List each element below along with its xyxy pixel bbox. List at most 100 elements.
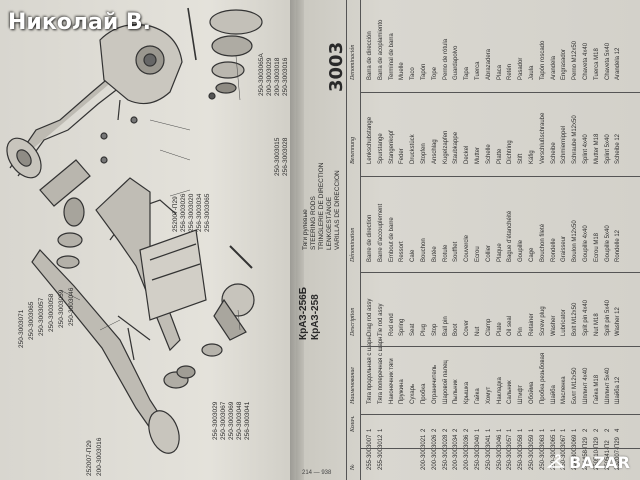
part-name-fr: Boulon M12x50 bbox=[572, 220, 579, 262]
book-gutter bbox=[290, 0, 304, 480]
part-name-es: Muelle bbox=[399, 62, 406, 80]
part-qty: 1 bbox=[561, 428, 568, 432]
part-name-es: Barra de dirección bbox=[367, 31, 373, 80]
part-number: 255-3003012 bbox=[377, 434, 384, 470]
caption-line-de: LENKGESTÄNGE bbox=[326, 196, 333, 250]
part-name-de: Schelle bbox=[485, 144, 492, 164]
part-name-ru: Шайба bbox=[550, 385, 557, 404]
part-name-en: Nut M18 bbox=[593, 313, 600, 336]
part-name-es: Tapón roscado bbox=[539, 40, 546, 80]
part-name-en: Bolt M12x50 bbox=[572, 302, 579, 336]
part-name-de: Schraube M12x50 bbox=[572, 115, 579, 164]
part-qty: 1 bbox=[550, 428, 557, 432]
part-name-es: Perno M12x50 bbox=[572, 40, 579, 80]
part-name-en: Lubricator bbox=[561, 309, 568, 336]
diagram-label: 250-3003057 bbox=[38, 297, 45, 336]
part-number: 250-3003041 bbox=[485, 434, 492, 470]
part-name-fr: Rotule bbox=[442, 244, 449, 262]
upper-rod-assembly bbox=[6, 24, 183, 269]
part-name-ru: Пружина bbox=[399, 379, 406, 404]
diagram-label: 250-3003065 bbox=[28, 301, 35, 340]
part-qty: 1 bbox=[529, 428, 535, 432]
diagram-label: 250-3003046 bbox=[68, 287, 75, 326]
seller-watermark: Николай В. bbox=[8, 10, 152, 35]
part-name-es: Tuerca bbox=[475, 61, 481, 80]
part-name-en: Plate bbox=[496, 322, 503, 336]
part-number: 250-3003063 bbox=[539, 434, 546, 470]
column-header-divider bbox=[360, 0, 361, 480]
part-name-es: Pasador bbox=[518, 57, 525, 80]
part-name-de: Stangenkopf bbox=[388, 130, 395, 164]
column-divider bbox=[360, 414, 640, 415]
part-name-en: Rod end bbox=[388, 313, 395, 336]
part-name-es: Placa bbox=[496, 64, 503, 80]
part-name-de: Mutter M18 bbox=[593, 133, 600, 164]
diagram-label-group-c: 200-3003018 bbox=[274, 58, 282, 96]
diagram-label: 256-3003020 bbox=[188, 193, 195, 232]
diagram-label-group-a: 250-3003059 bbox=[58, 290, 66, 328]
part-qty: 2 bbox=[604, 428, 611, 432]
part-name-ru: Шаровой палец bbox=[442, 360, 449, 404]
diagram-label-group-a: 250-3003065 bbox=[28, 302, 36, 340]
diagram-label-group-d: 256-3003041 bbox=[244, 402, 252, 440]
diagram-label: 200-3003029 bbox=[266, 57, 273, 96]
part-name-es: Arandela bbox=[550, 55, 557, 80]
part-name-es: Chaveta 5x40 bbox=[604, 42, 611, 80]
part-qty: 1 bbox=[496, 428, 503, 432]
part-qty: 1 bbox=[539, 428, 546, 432]
diagram-label-group-c: 250-3003065А bbox=[258, 53, 266, 96]
diagram-label-group-c: 250-3003016 bbox=[282, 58, 290, 96]
exploded-parts-diagram bbox=[6, 7, 263, 454]
part-name-de: Kugelzapfen bbox=[442, 130, 449, 164]
part-name-en: Ball pin bbox=[442, 316, 449, 336]
column-divider bbox=[360, 346, 640, 347]
part-name-de: Verschlußschraube bbox=[539, 112, 546, 164]
part-name-de: Stift bbox=[518, 153, 525, 164]
diagram-label: 250-3003058 bbox=[48, 293, 55, 332]
part-name-fr: Plaque bbox=[496, 243, 503, 262]
diagram-label: 256-3003028 bbox=[282, 137, 289, 176]
part-name-en: Split pin 5x40 bbox=[604, 299, 611, 336]
part-name-de: Scheibe 12 bbox=[615, 133, 622, 164]
left-page: 250-3003071 250-3003065 250-3003057 250-… bbox=[0, 0, 300, 480]
caption-line-en: STEERING RODS bbox=[310, 196, 317, 250]
part-name-fr: Goupille 4x40 bbox=[583, 225, 589, 262]
part-number: 255-3003007 bbox=[367, 434, 373, 470]
part-name-ru: Пробка bbox=[421, 383, 427, 404]
part-name-fr: Rondelle 12 bbox=[615, 229, 622, 262]
diagram-label-group-b: 256-3003020 bbox=[188, 194, 196, 232]
part-qty: 1 bbox=[367, 428, 373, 432]
diagram-label: 256-3003065 bbox=[204, 193, 211, 232]
part-name-en: Nut bbox=[475, 326, 481, 336]
hanger-icon bbox=[547, 453, 566, 468]
part-qty: 2 bbox=[442, 428, 449, 432]
model-title-2: КрАЗ-258 bbox=[310, 294, 321, 340]
diagram-label-group-b: 256-3003065 bbox=[204, 194, 212, 232]
part-number: 200-3003034 bbox=[453, 434, 460, 470]
part-name-es: Chaveta 4x40 bbox=[583, 42, 589, 80]
part-qty: 2 bbox=[421, 428, 427, 432]
diagram-label: 256-3003029 bbox=[212, 401, 219, 440]
part-name-es: Jaula bbox=[529, 65, 535, 80]
part-qty: 1 bbox=[485, 428, 492, 432]
right-page: КрАЗ-256Б КрАЗ-258 3003 Тяги рулевые STE… bbox=[296, 0, 640, 480]
part-name-ru: Шплинт 4х40 bbox=[583, 367, 589, 404]
col-head-de: Benennung bbox=[350, 137, 356, 164]
diagram-label: 250-3003069 bbox=[228, 401, 235, 440]
part-name-en: Plug bbox=[421, 323, 427, 336]
diagram-label-group-d: 256-3003029 bbox=[212, 402, 220, 440]
part-name-de: Splint 5x40 bbox=[604, 134, 611, 164]
part-number: 250-3003046 bbox=[496, 434, 503, 470]
diagram-label: 250-3003065А bbox=[258, 53, 265, 96]
col-head-no: № bbox=[350, 464, 356, 470]
part-name-fr: Bouchon bbox=[421, 238, 427, 262]
part-name-fr: Cale bbox=[410, 249, 417, 262]
part-name-ru: Тяга продольная с шарн. bbox=[367, 334, 373, 404]
bazar-logo: BAZAR bbox=[547, 453, 630, 472]
part-name-fr: Ressort bbox=[399, 241, 406, 262]
part-name-en: Drag rod assy bbox=[367, 298, 373, 336]
column-divider bbox=[360, 176, 640, 177]
column-divider bbox=[360, 92, 640, 93]
leader-lines bbox=[59, 55, 241, 331]
part-name-fr: Bague d'étanchéité bbox=[507, 210, 514, 262]
